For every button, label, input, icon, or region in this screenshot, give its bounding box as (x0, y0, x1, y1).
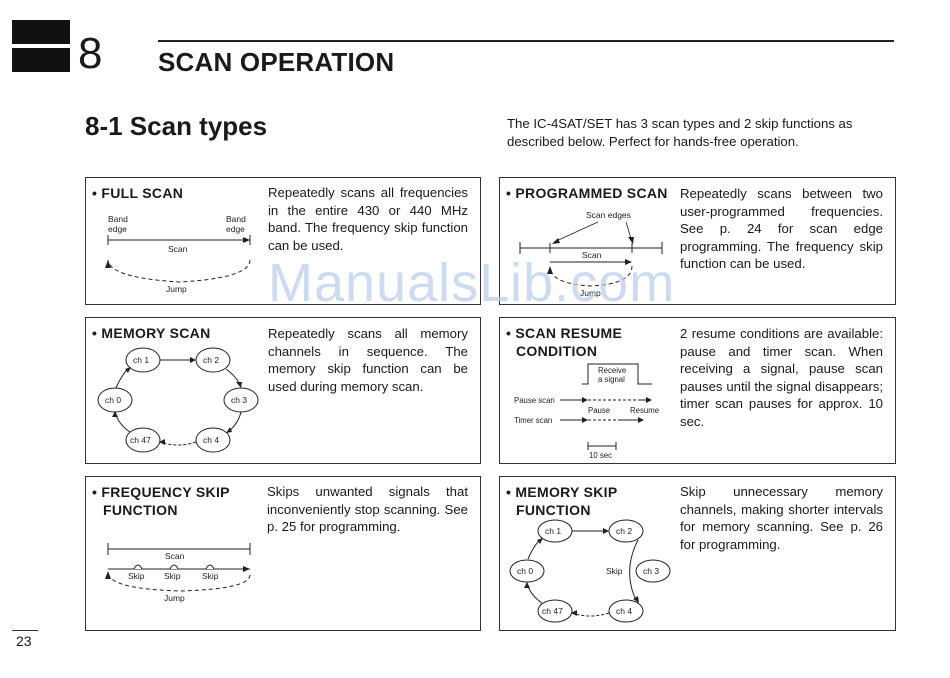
timer-scan-label: Timer scan (514, 416, 552, 425)
page-number-rule (12, 630, 38, 631)
programmed-scan-jump-label: Jump (580, 288, 601, 298)
skip-label-1: Skip (128, 571, 145, 581)
memory-scan-ch47: ch 47 (130, 435, 151, 445)
memory-skip-title-line2: FUNCTION (516, 502, 591, 518)
memory-skip-title-line1: • MEMORY SKIP (506, 484, 618, 500)
programmed-scan-diagram: Scan edges Scan Jump (519, 210, 663, 298)
band-edge-right-label: Band (226, 214, 246, 224)
chapter-title: SCAN OPERATION (158, 47, 395, 77)
full-scan-diagram: Band edge Band edge Scan Jump (105, 214, 251, 294)
full-scan-description: Repeatedly scans all frequencies in the … (268, 185, 468, 253)
chapter-rule (158, 40, 894, 42)
programmed-scan-scan-label: Scan (582, 250, 602, 260)
page-number: 23 (16, 633, 32, 649)
scan-resume-diagram: Receive a signal Pause scan Pause Resume… (514, 363, 659, 460)
frequency-skip-title-line2: FUNCTION (103, 502, 178, 518)
scan-edges-label: Scan edges (586, 210, 631, 220)
memory-skip-ch4: ch 4 (616, 606, 632, 616)
memory-skip-description: Skip unnecessary memory channels, making… (680, 484, 883, 552)
memory-skip-ch0: ch 0 (517, 566, 533, 576)
frequency-skip-scan-label: Scan (165, 551, 185, 561)
chapter-number: 8 (78, 29, 103, 78)
full-scan-scan-label: Scan (168, 244, 188, 254)
memory-skip-diagram: ch 1 ch 2 ch 0 Skip ch 3 ch 47 ch 4 (509, 519, 671, 623)
memory-skip-ch2: ch 2 (616, 526, 632, 536)
programmed-scan-title: • PROGRAMMED SCAN (506, 185, 668, 201)
frequency-skip-box: • FREQUENCY SKIP FUNCTION Scan Skip Skip… (85, 476, 481, 631)
a-signal-label: a signal (598, 375, 625, 384)
programmed-scan-description: Repeatedly scans between two user-progra… (680, 186, 883, 272)
frequency-skip-diagram: Scan Skip Skip Skip Jump (105, 543, 251, 603)
skip-label-3: Skip (202, 571, 219, 581)
scan-resume-title-line1: • SCAN RESUME (506, 325, 623, 341)
band-edge-left-label: Band (108, 214, 128, 224)
pause-scan-label: Pause scan (514, 396, 555, 405)
programmed-scan-box: • PROGRAMMED SCAN Scan edges Scan Jump R… (499, 177, 896, 305)
memory-scan-title: • MEMORY SCAN (92, 325, 211, 341)
memory-skip-skip-label: Skip (606, 566, 623, 576)
memory-scan-ch0: ch 0 (105, 395, 121, 405)
memory-skip-ch1: ch 1 (545, 526, 561, 536)
ten-sec-label: 10 sec (589, 451, 612, 460)
frequency-skip-jump-label: Jump (164, 593, 185, 603)
scan-resume-box: • SCAN RESUME CONDITION Receive a signal… (499, 317, 896, 464)
frequency-skip-title-line1: • FREQUENCY SKIP (92, 484, 230, 500)
band-edge-right-label-2: edge (226, 224, 245, 234)
resume-label: Resume (630, 406, 659, 415)
chapter-tab-lower (12, 48, 70, 72)
pause-label: Pause (588, 406, 610, 415)
memory-skip-ch47: ch 47 (542, 606, 563, 616)
memory-skip-ch3: ch 3 (643, 566, 659, 576)
section-intro: The IC-4SAT/SET has 3 scan types and 2 s… (507, 116, 853, 149)
receive-label: Receive (598, 366, 626, 375)
memory-scan-ch4: ch 4 (203, 435, 219, 445)
memory-scan-description: Repeatedly scans all memory channels in … (268, 326, 468, 394)
memory-scan-ch3: ch 3 (231, 395, 247, 405)
band-edge-left-label-2: edge (108, 224, 127, 234)
memory-scan-ch2: ch 2 (203, 355, 219, 365)
memory-scan-diagram: ch 1 ch 2 ch 0 ch 3 ch 47 ch 4 (97, 347, 259, 453)
full-scan-title: • FULL SCAN (92, 185, 184, 201)
scan-resume-description: 2 resume conditions are available: pause… (680, 326, 883, 429)
section-title: 8-1 Scan types (85, 111, 268, 141)
memory-scan-box: • MEMORY SCAN ch 1 ch 2 ch 0 ch 3 ch 47 … (85, 317, 481, 464)
chapter-tab-upper (12, 20, 70, 44)
skip-label-2: Skip (164, 571, 181, 581)
full-scan-jump-label: Jump (166, 284, 187, 294)
scan-resume-title-line2: CONDITION (516, 343, 598, 359)
frequency-skip-description: Skips unwanted signals that inconvenient… (267, 484, 468, 535)
memory-skip-box: • MEMORY SKIP FUNCTION ch 1 ch 2 ch 0 Sk… (499, 476, 896, 631)
memory-scan-ch1: ch 1 (133, 355, 149, 365)
full-scan-box: • FULL SCAN Band edge Band edge Scan Jum… (85, 177, 481, 305)
